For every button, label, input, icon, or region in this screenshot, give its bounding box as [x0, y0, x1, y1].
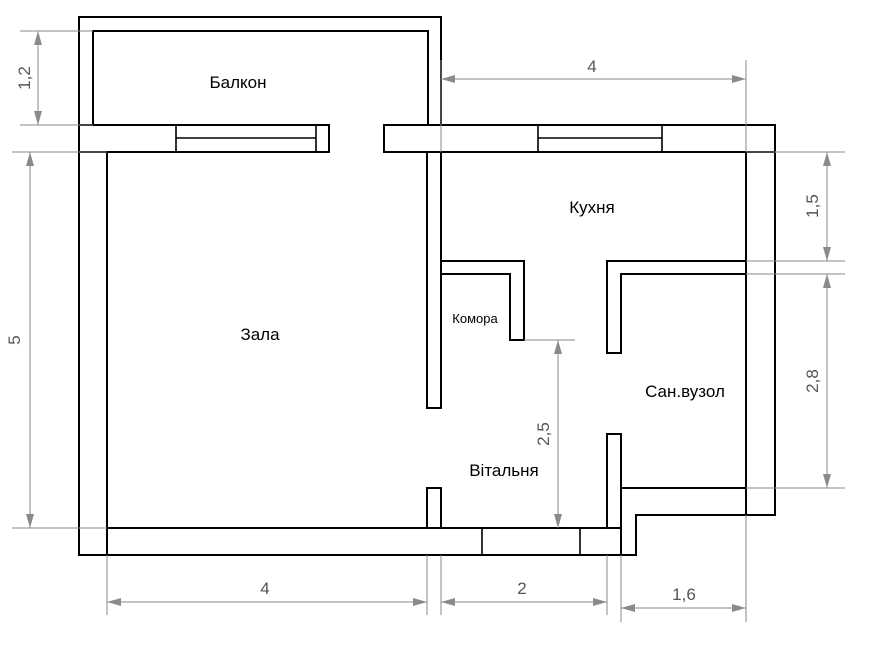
balcony-wall	[78, 16, 442, 126]
room-label-bathroom: Сан.вузол	[645, 382, 725, 401]
dim-label-living-width: 2	[517, 579, 526, 598]
dim-label-bathroom-width: 1,6	[672, 585, 696, 604]
room-label-hall: Зала	[240, 325, 280, 344]
dim-label-hall-height: 5	[5, 335, 24, 344]
room-labels: Балкон Зала Кухня Комора Сан.вузол Вітал…	[209, 73, 724, 480]
bathroom-upper-wall	[606, 260, 747, 354]
bottom-wall	[106, 527, 622, 556]
dim-label-kitchen-width: 4	[587, 57, 596, 76]
bottom-right-wall	[620, 487, 747, 556]
dimension-lines	[12, 30, 845, 622]
window-living	[481, 527, 581, 556]
dim-label-kitchen-depth: 1,5	[803, 194, 822, 218]
room-label-living: Вітальня	[469, 461, 539, 480]
dim-label-hall-width: 4	[260, 579, 269, 598]
bathroom-lower-wall	[606, 433, 622, 529]
right-wall	[745, 151, 776, 516]
walls	[78, 16, 776, 556]
room-label-pantry: Комора	[452, 311, 498, 326]
dim-label-living-depth: 2,5	[534, 422, 553, 446]
room-label-kitchen: Кухня	[569, 198, 615, 217]
room-label-balcony: Балкон	[209, 73, 266, 92]
dim-label-balcony-depth: 1,2	[15, 66, 34, 90]
partition-hall-living	[426, 487, 442, 529]
partition-hall-kitchen	[426, 151, 442, 409]
pantry-wall	[440, 260, 525, 341]
dimension-labels: 1,2 4 5 1,5 2,8 2,5 4 2 1,6	[5, 57, 822, 604]
dim-label-bathroom-depth: 2,8	[803, 369, 822, 393]
left-wall	[78, 151, 108, 556]
windows	[175, 124, 663, 556]
